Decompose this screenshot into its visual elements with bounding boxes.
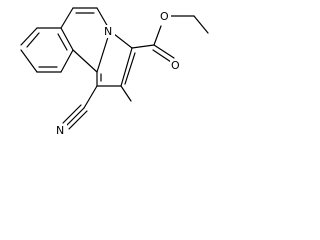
bond-benzo-4 — [60, 49, 74, 73]
bond-carbonyl-2 — [152, 49, 172, 63]
bond-benzo-6 — [20, 49, 38, 73]
bond-pyrrole-1 — [113, 33, 133, 49]
bond-pyr-4 — [96, 36, 109, 73]
bond-pyr-3 — [96, 7, 109, 28]
bond-ester-o — [153, 25, 162, 46]
bond-pyrrole-double-1 — [124, 52, 136, 85]
atom-bg-n-ring — [103, 25, 115, 38]
bond-benzo-1 — [20, 27, 38, 46]
bond-nitrile-triple-1 — [65, 107, 85, 127]
benzo-ring — [20, 27, 74, 73]
bond-benzo-double-1 — [26, 32, 40, 48]
pyrrole-ring — [96, 33, 136, 87]
substituents — [62, 85, 132, 130]
atom-bg-o-ester — [159, 10, 171, 23]
atom-n-nitrile: N — [56, 124, 64, 137]
atom-o-ester: O — [160, 10, 169, 23]
bond-nitrile-triple-2 — [62, 104, 82, 124]
atom-n-ring: N — [104, 25, 112, 38]
bond-ester-c — [131, 44, 155, 49]
bond-methyl — [120, 85, 132, 102]
molecule-structure: N O O N — [20, 7, 209, 137]
bond-benzo-double-2 — [57, 33, 68, 51]
bond-carbonyl-1 — [153, 44, 175, 59]
bond-pyr-5 — [72, 49, 98, 73]
pyridine-ring — [60, 7, 109, 73]
bond-benzo-3 — [60, 27, 74, 51]
bond-pyr-1 — [60, 7, 74, 29]
atom-o-carbonyl: O — [171, 59, 180, 72]
ester-group — [131, 15, 209, 63]
atom-labels: N O O N — [55, 10, 182, 137]
bond-nitrile-link — [83, 85, 98, 109]
atom-bg-o-carbonyl — [170, 59, 182, 72]
bond-ethyl-2 — [193, 15, 209, 34]
bond-nitrile-triple-3 — [68, 110, 88, 130]
atom-bg-n-nitrile — [55, 124, 67, 137]
bond-pyrrole-2 — [120, 47, 133, 87]
